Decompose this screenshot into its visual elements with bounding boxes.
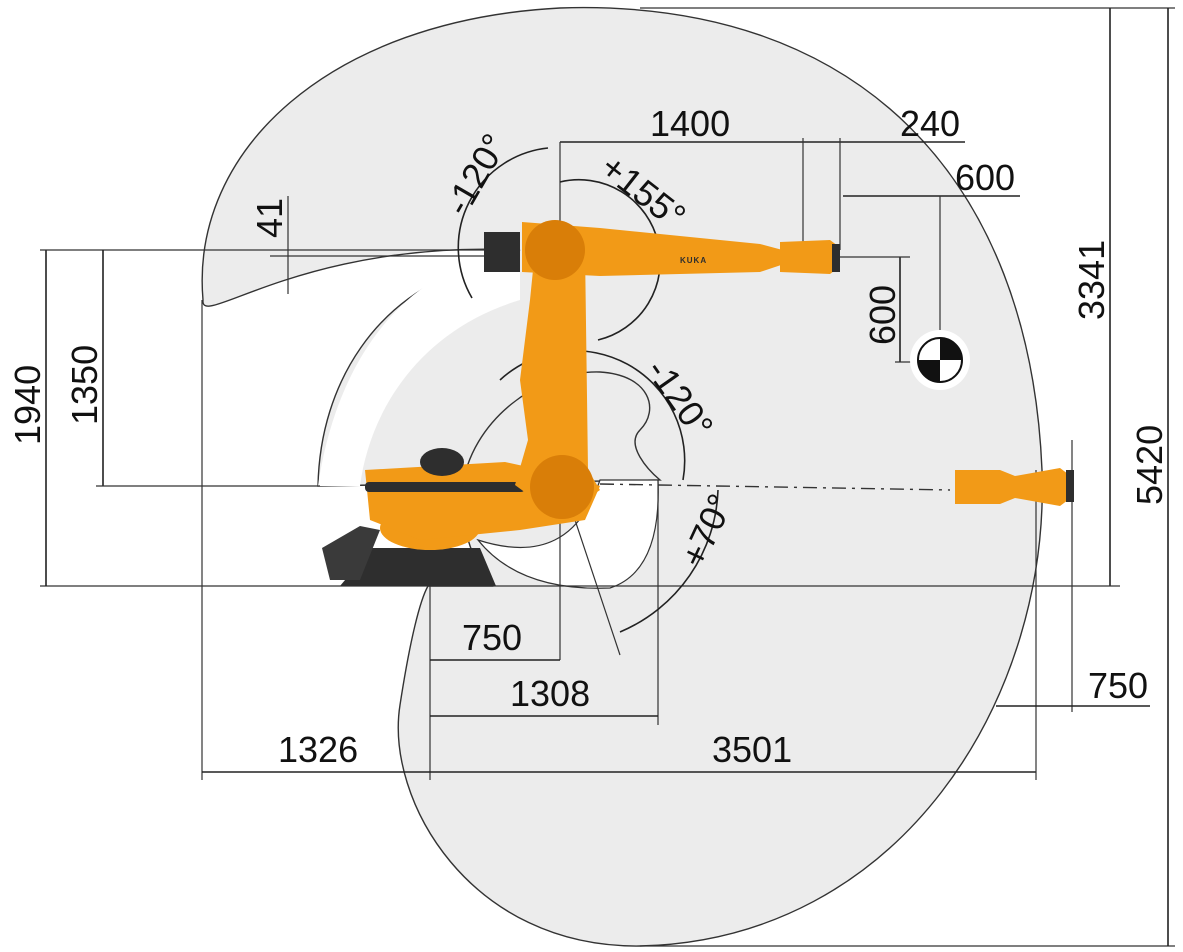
axis-motors <box>484 232 520 272</box>
dim-600-top: 600 <box>955 157 1015 198</box>
counterbalance-tank <box>420 448 464 476</box>
dim-1326: 1326 <box>278 729 358 770</box>
robot-flange <box>832 244 840 272</box>
dim-3501: 3501 <box>712 729 792 770</box>
dim-3341: 3341 <box>1071 240 1112 320</box>
center-of-gravity-icon <box>910 330 970 390</box>
dim-750-right: 750 <box>1088 665 1148 706</box>
robot-upper-arm <box>522 222 790 276</box>
joint-a3 <box>525 220 585 280</box>
dim-750-inner: 750 <box>462 617 522 658</box>
inner-clearance-lower <box>476 479 659 589</box>
dim-1350: 1350 <box>64 345 105 425</box>
robot-arm: KUKA <box>322 220 840 586</box>
inner-clearance <box>318 250 520 486</box>
joint-a2 <box>530 455 594 519</box>
robot-lower-arm <box>515 250 600 518</box>
robot-logo: KUKA <box>680 256 707 265</box>
dim-5420: 5420 <box>1129 425 1170 505</box>
dim-1400: 1400 <box>650 103 730 144</box>
dim-1940: 1940 <box>7 365 48 445</box>
dim-1308: 1308 <box>510 673 590 714</box>
dim-41: 41 <box>249 198 290 238</box>
robot-base <box>340 548 496 586</box>
robot-wrist <box>780 240 838 274</box>
dim-240: 240 <box>900 103 960 144</box>
dim-600-vertical: 600 <box>862 285 903 345</box>
counterbalance-cylinder <box>365 482 525 492</box>
robot-wrist-extended <box>955 468 1074 506</box>
robot-base-side <box>322 526 380 580</box>
